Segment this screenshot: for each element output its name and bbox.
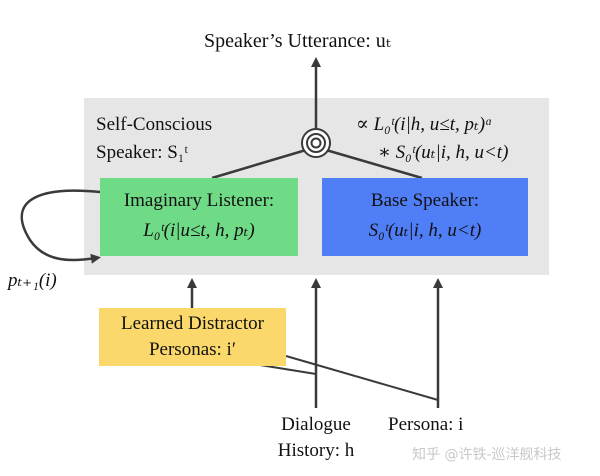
imaginary-listener-box: Imaginary Listener: L₀ᵗ(i|u≤t, h, pₜ) bbox=[100, 178, 298, 256]
formula-line2: ∗ S₀ᵗ(uₜ|i, h, u<t) bbox=[378, 142, 509, 163]
connector-listener-to-combiner bbox=[211, 148, 307, 180]
loop-label: pₜ₊₁(i) bbox=[8, 270, 57, 291]
imaginary-listener-title: Imaginary Listener: bbox=[123, 190, 275, 211]
formula-line1: ∝ L₀ᵗ(i|h, u≤t, pₜ)ᵅ bbox=[356, 114, 493, 135]
self-conscious-label-line1: Self-Conscious bbox=[96, 114, 213, 135]
dialogue-history-line2: History: h bbox=[277, 440, 355, 461]
utterance-title: Speaker’s Utterance: uₜ bbox=[204, 30, 391, 52]
connector-distractor-to-persona bbox=[285, 355, 439, 401]
connector-distractor-to-history bbox=[259, 364, 317, 375]
combiner-icon bbox=[301, 128, 331, 158]
persona-label: Persona: i bbox=[388, 414, 464, 435]
imaginary-listener-formula: L₀ᵗ(i|u≤t, h, pₜ) bbox=[143, 220, 255, 241]
self-conscious-label-line2: Speaker: S₁ᵗ bbox=[96, 142, 189, 163]
watermark-text: 知乎 @许铁-巡洋舰科技 bbox=[412, 447, 562, 463]
distractor-line2: Personas: i′ bbox=[148, 339, 236, 360]
connector-speaker-to-combiner bbox=[325, 148, 423, 180]
distractor-box: Learned Distractor Personas: i′ bbox=[99, 308, 286, 366]
dialogue-history-line1: Dialogue bbox=[281, 414, 351, 435]
base-speaker-formula: S₀ᵗ(uₜ|i, h, u<t) bbox=[368, 220, 482, 241]
distractor-line1: Learned Distractor bbox=[121, 313, 264, 334]
loop-arrow bbox=[20, 189, 101, 264]
base-speaker-title: Base Speaker: bbox=[370, 190, 480, 211]
base-speaker-box: Base Speaker: S₀ᵗ(uₜ|i, h, u<t) bbox=[322, 178, 528, 256]
